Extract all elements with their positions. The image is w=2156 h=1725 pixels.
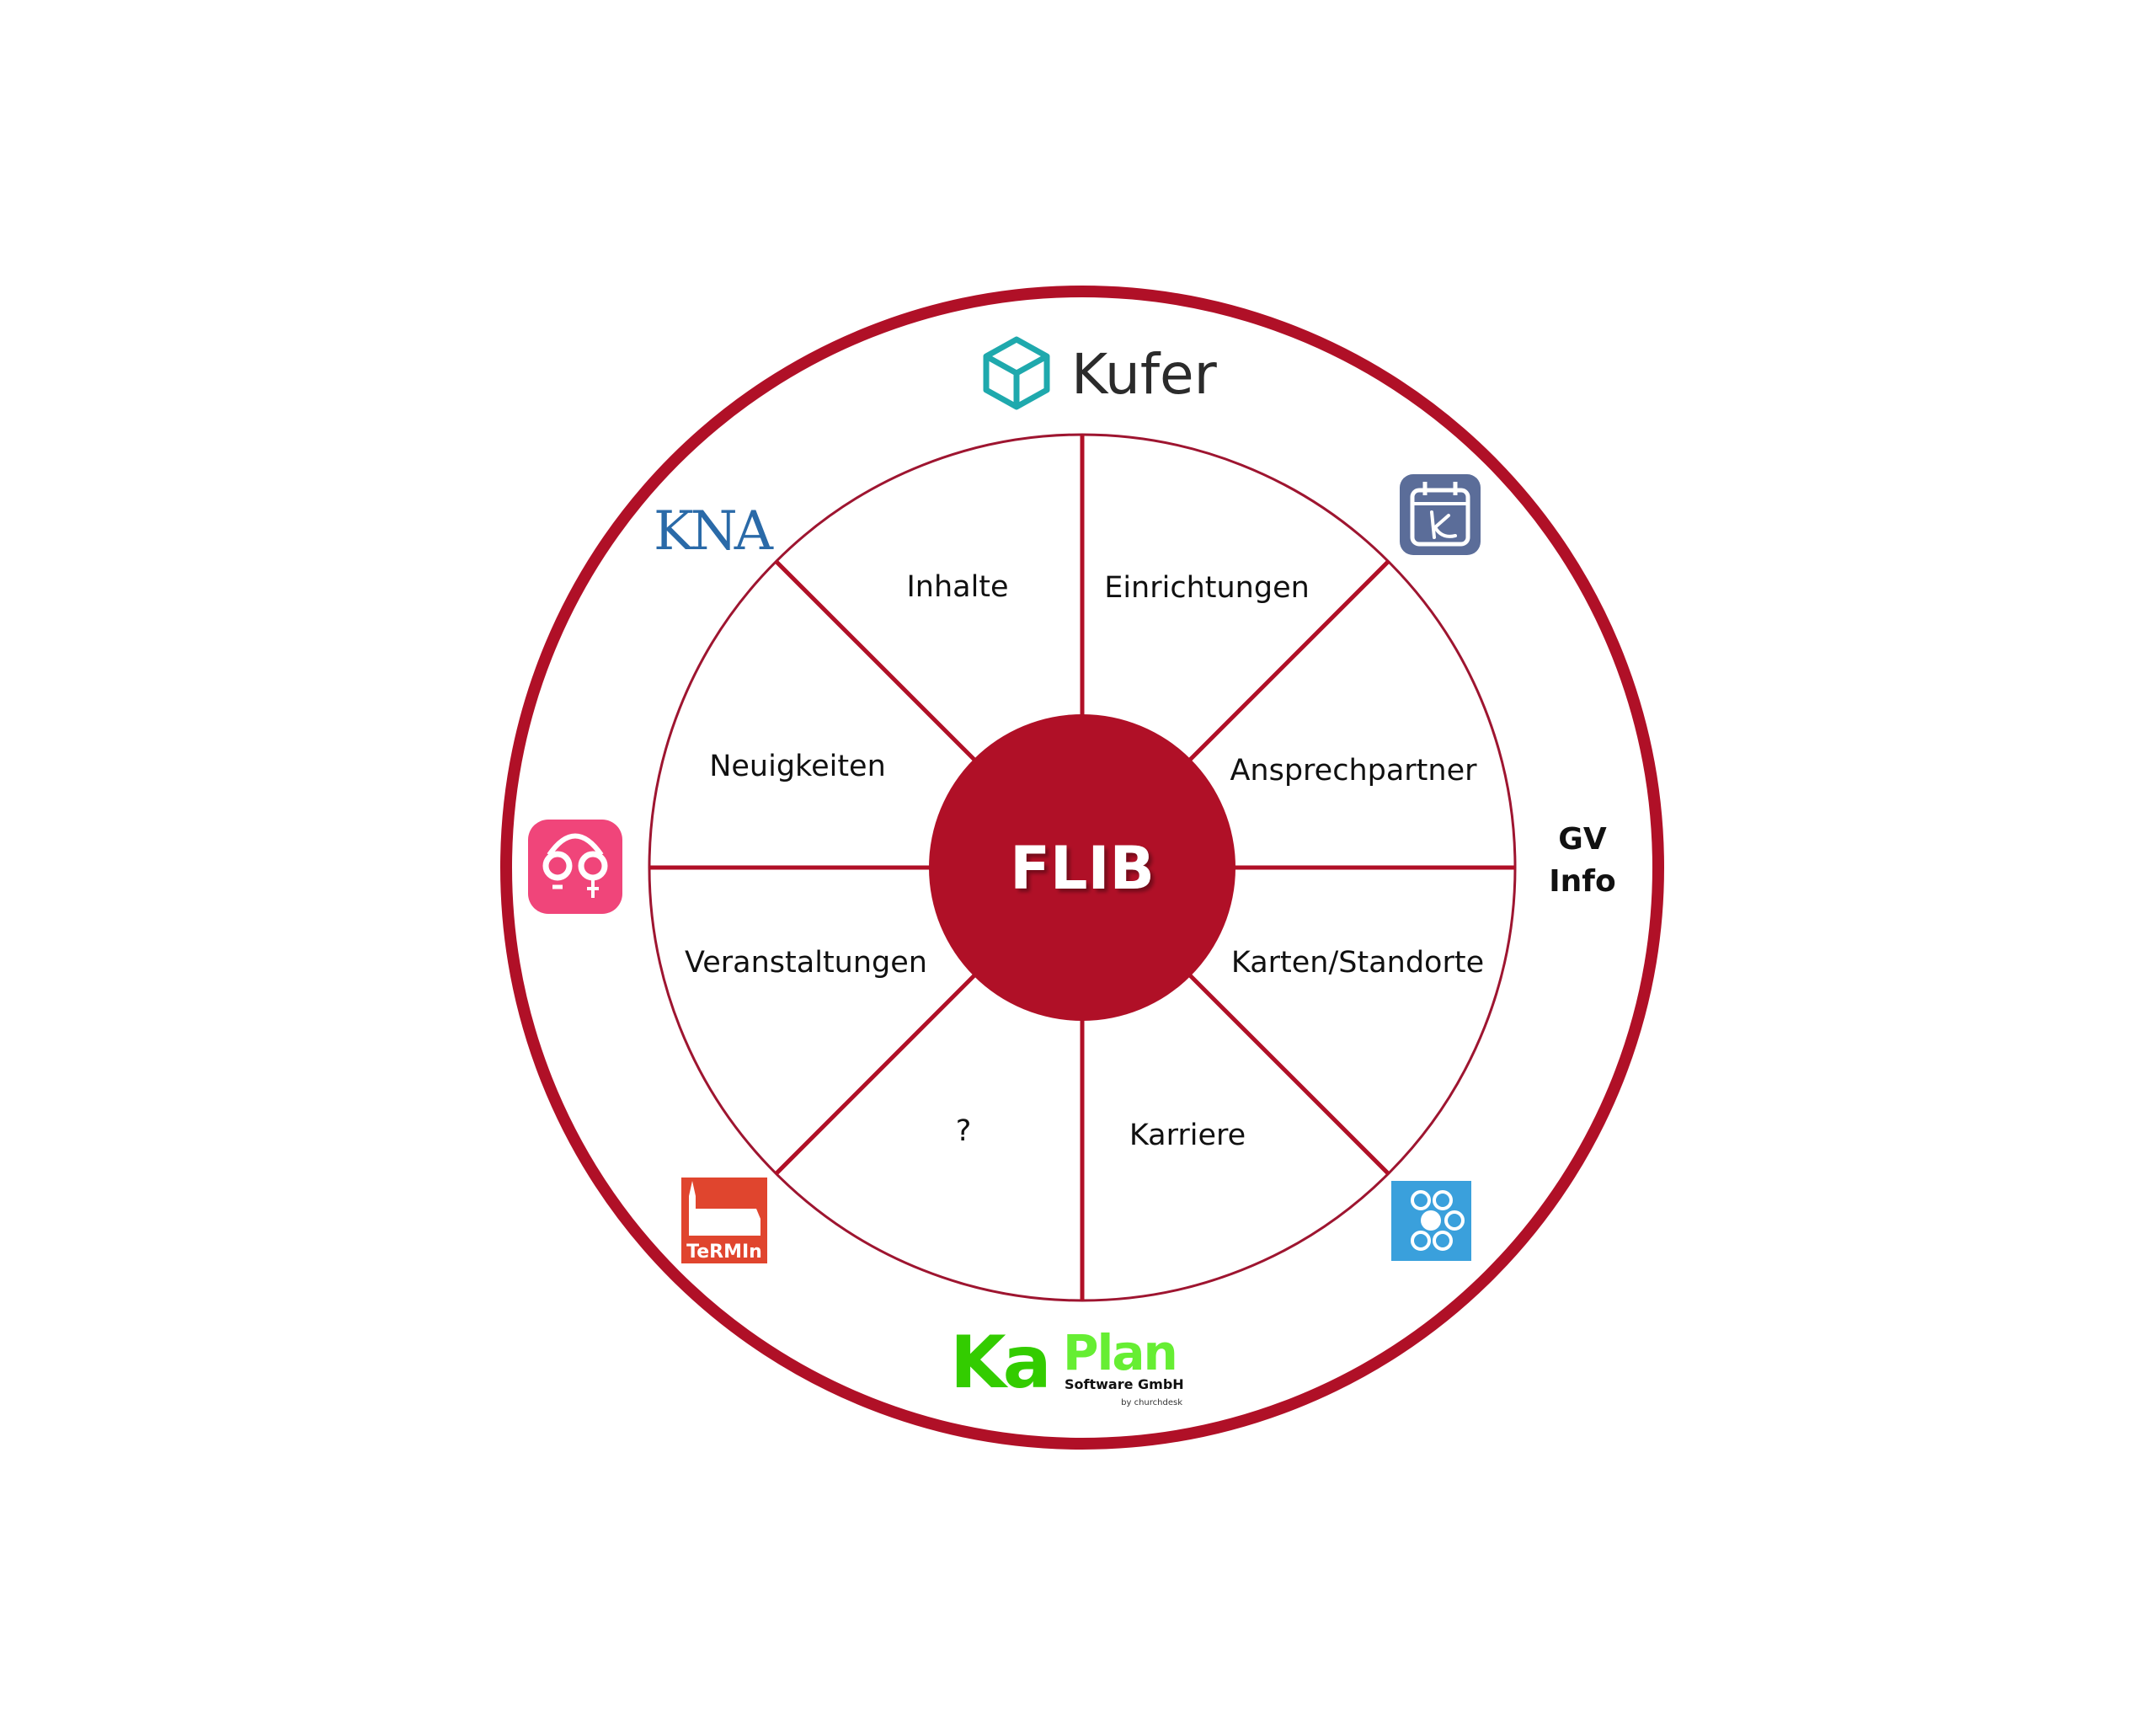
kufer-wordmark: Kufer [1071, 342, 1218, 407]
spokes [649, 435, 1515, 1300]
gv-info-line2: Info [1549, 864, 1615, 899]
kufer-logo: Kufer [983, 336, 1218, 410]
segment-neuigkeiten: Neuigkeiten [709, 750, 886, 783]
circles-app-icon [1391, 1181, 1471, 1261]
kaplan-plan: Plan [1063, 1324, 1177, 1381]
spoke-line [1182, 559, 1390, 768]
calendar-k-icon [1400, 474, 1481, 555]
outer-ring [500, 286, 1664, 1450]
segment-veranstaltungen: Veranstaltungen [685, 946, 927, 980]
cube-icon [983, 336, 1050, 410]
kaplan-subtitle: Software GmbH [1065, 1376, 1184, 1392]
segment-unknown: ? [956, 1114, 972, 1148]
gv-info-line1: GV [1558, 822, 1607, 857]
spoke-line [1182, 967, 1390, 1176]
kaplan-byline: by churchdesk [1121, 1398, 1182, 1407]
segment-ansprechpartner: Ansprechpartner [1230, 754, 1477, 788]
spoke-line [774, 559, 983, 768]
segment-einrichtungen: Einrichtungen [1104, 571, 1310, 605]
segment-karriere: Karriere [1129, 1119, 1246, 1152]
spoke-line [774, 967, 983, 1176]
kaplan-ka: Ka [950, 1321, 1049, 1405]
center-label: FLIB [1010, 834, 1155, 903]
kaplan-logo: Ka Plan Software GmbH by churchdesk [950, 1321, 1184, 1407]
termin-wordmark: TeRMIn [686, 1242, 762, 1263]
termin-logo: TeRMIn [681, 1178, 767, 1263]
segment-inhalte: Inhalte [906, 570, 1008, 604]
pink-app-icon [528, 820, 622, 914]
segment-karten-standorte: Karten/Standorte [1231, 946, 1484, 980]
center-circle [929, 714, 1235, 1021]
kna-logo: KNA [654, 500, 774, 563]
